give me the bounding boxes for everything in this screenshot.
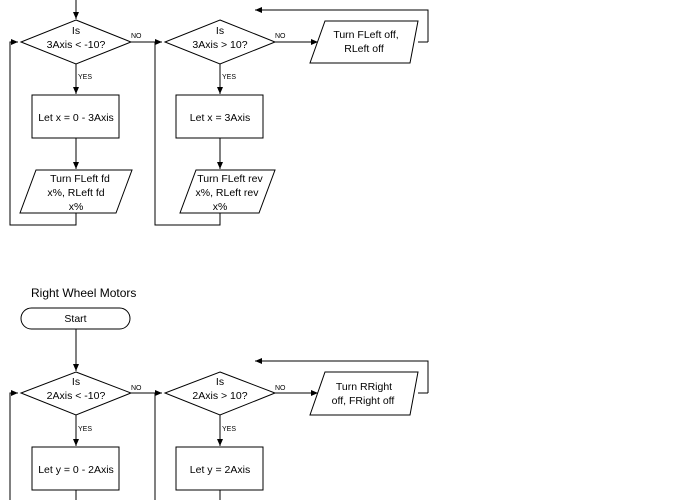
- io-line-1: Turn FLeft off,: [333, 29, 398, 41]
- section-title: Right Wheel Motors: [31, 286, 136, 300]
- io-parallelogram: [19, 169, 133, 214]
- io-line-1: Turn FLeft rev: [197, 173, 263, 185]
- bottom-process-let-y: Let y = 2Axis: [175, 446, 264, 491]
- decision-line-2: 2Axis > 10?: [192, 390, 247, 402]
- no-label: NO: [275, 385, 286, 392]
- io-line-3: x%: [69, 201, 84, 213]
- bottom-decision-2axis-lt-neg10: Is 2Axis < -10? NO YES: [19, 371, 142, 433]
- process-text: Let y = 2Axis: [190, 464, 250, 476]
- bottom-decision-2axis-gt-10: Is 2Axis > 10? NO YES: [163, 371, 286, 433]
- top-decision-3axis-lt-neg10: Is 3Axis < -10? NO YES: [19, 19, 142, 81]
- top-process-let-x: Let x = 3Axis: [175, 94, 264, 139]
- bottom-process-let-y-neg: Let y = 0 - 2Axis: [31, 446, 120, 491]
- decision-diamond: [163, 19, 277, 65]
- start-terminator: Start: [20, 307, 131, 330]
- io-parallelogram: [309, 20, 419, 64]
- io-line-3: x%: [213, 201, 228, 213]
- decision-diamond: [19, 371, 133, 416]
- no-label: NO: [131, 385, 142, 392]
- decision-diamond: [163, 371, 277, 416]
- yes-label: YES: [222, 426, 236, 433]
- no-label: NO: [275, 33, 286, 40]
- yes-label: YES: [78, 426, 92, 433]
- top-process-let-x-neg: Let x = 0 - 3Axis: [31, 94, 120, 139]
- top-output-fleft-off: Turn FLeft off, RLeft off: [309, 20, 419, 64]
- no-label: NO: [131, 33, 142, 40]
- yes-label: YES: [78, 74, 92, 81]
- bottom-output-rright-off: Turn RRight off, FRight off: [309, 371, 419, 416]
- bottom-loop-1-connector: [9, 390, 18, 500]
- top-output-fleft-fd: Turn FLeft fd x%, RLeft fd x%: [19, 169, 133, 214]
- io-line-1: Turn RRight: [336, 381, 392, 393]
- io-line-2: x%, RLeft rev: [195, 187, 259, 199]
- top-loop-return-connector: [255, 7, 429, 42]
- process-box: [31, 94, 120, 139]
- process-box: [31, 446, 120, 491]
- decision-line-1: Is: [72, 25, 80, 37]
- top-loop-1-connector: [9, 39, 77, 226]
- process-text: Let x = 3Axis: [190, 112, 250, 124]
- io-line-2: off, FRight off: [332, 395, 395, 407]
- decision-line-2: 3Axis > 10?: [192, 39, 247, 51]
- io-line-2: x%, RLeft fd: [47, 187, 104, 199]
- io-parallelogram: [309, 371, 419, 416]
- decision-diamond: [19, 19, 133, 65]
- io-line-1: Turn FLeft fd: [50, 173, 110, 185]
- io-line-2: RLeft off: [344, 43, 384, 55]
- decision-line-2: 3Axis < -10?: [47, 39, 106, 51]
- top-decision-3axis-gt-10: Is 3Axis > 10? NO YES: [163, 19, 286, 81]
- process-text: Let x = 0 - 3Axis: [38, 112, 114, 124]
- top-loop-2-connector: [154, 42, 221, 226]
- top-flowchart: Is 3Axis < -10? NO YES Is 3Axis > 10? NO…: [9, 0, 429, 226]
- decision-line-1: Is: [216, 376, 224, 388]
- yes-label: YES: [222, 74, 236, 81]
- top-output-fleft-rev: Turn FLeft rev x%, RLeft rev x%: [179, 169, 276, 214]
- bottom-flowchart: Right Wheel Motors Start Is 2Axis < -10?…: [9, 286, 429, 500]
- process-box: [175, 94, 264, 139]
- start-label: Start: [64, 313, 86, 325]
- bottom-loop-return-connector: [255, 358, 429, 393]
- io-parallelogram: [179, 169, 276, 214]
- decision-line-1: Is: [216, 25, 224, 37]
- decision-line-2: 2Axis < -10?: [47, 390, 106, 402]
- decision-line-1: Is: [72, 376, 80, 388]
- process-box: [175, 446, 264, 491]
- process-text: Let y = 0 - 2Axis: [38, 464, 114, 476]
